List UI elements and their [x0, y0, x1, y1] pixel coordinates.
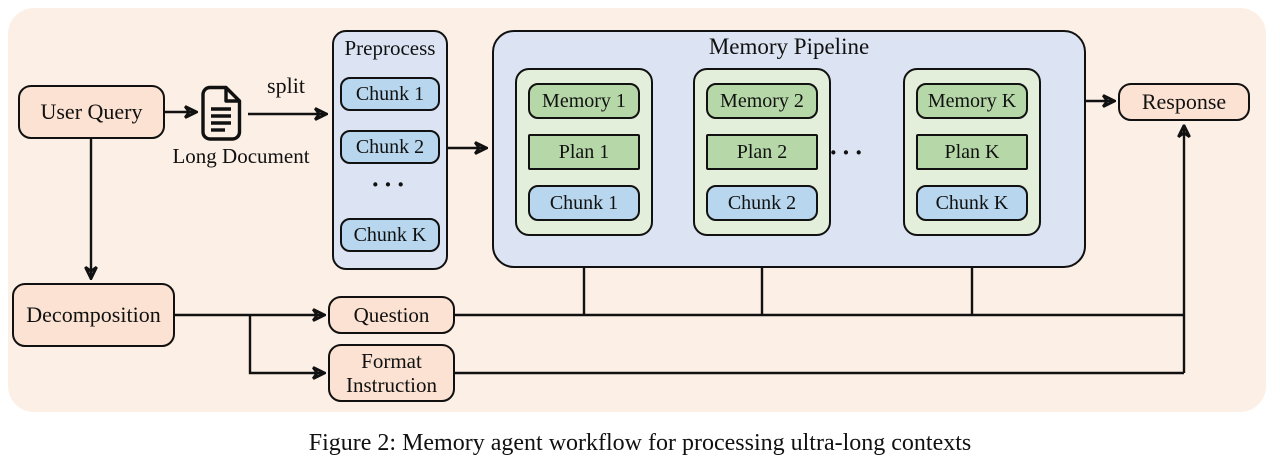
- node-pipeline-chunk-1: Chunk 1: [528, 185, 640, 221]
- node-response: Response: [1118, 83, 1250, 121]
- question-label: Question: [353, 302, 430, 327]
- preprocess-chunk-k-label: Chunk K: [353, 223, 427, 246]
- pipeline-chunk-1-label: Chunk 1: [549, 191, 619, 214]
- node-decomposition: Decomposition: [12, 283, 175, 347]
- node-memory-k: Memory K: [916, 83, 1028, 119]
- memory-2-label: Memory 2: [720, 89, 804, 112]
- memory-1-label: Memory 1: [542, 89, 626, 112]
- node-plan-k: Plan K: [916, 134, 1028, 170]
- preprocess-ellipsis: ···: [370, 170, 409, 199]
- node-plan-2: Plan 2: [706, 134, 818, 170]
- pipeline-ellipsis: ···: [828, 138, 867, 167]
- node-pipeline-chunk-2: Chunk 2: [706, 185, 818, 221]
- pipeline-chunk-2-label: Chunk 2: [727, 191, 797, 214]
- plan-k-label: Plan K: [944, 140, 1000, 163]
- response-label: Response: [1141, 89, 1227, 115]
- decomposition-label: Decomposition: [26, 302, 161, 328]
- node-format-instruction: Format Instruction: [328, 344, 455, 402]
- figure-caption: Figure 2: Memory agent workflow for proc…: [308, 430, 972, 456]
- memory-pipeline-title: Memory Pipeline: [708, 34, 870, 59]
- node-preprocess-chunk-1: Chunk 1: [340, 77, 440, 111]
- preprocess-chunk-1-label: Chunk 1: [355, 82, 425, 105]
- memory-k-label: Memory K: [927, 89, 1017, 112]
- node-question: Question: [328, 296, 455, 334]
- long-document-label: Long Document: [172, 144, 310, 168]
- preprocess-chunk-2-label: Chunk 2: [355, 135, 425, 158]
- node-preprocess-chunk-k: Chunk K: [340, 218, 440, 252]
- format-instruction-label: Format Instruction: [346, 348, 437, 397]
- user-query-label: User Query: [40, 99, 143, 125]
- node-user-query: User Query: [18, 85, 165, 139]
- plan-2-label: Plan 2: [736, 140, 788, 163]
- document-icon: [201, 85, 242, 141]
- plan-1-label: Plan 1: [558, 140, 610, 163]
- node-plan-1: Plan 1: [528, 134, 640, 170]
- node-memory-1: Memory 1: [528, 83, 640, 119]
- node-pipeline-chunk-k: Chunk K: [916, 185, 1028, 221]
- preprocess-title: Preprocess: [344, 36, 436, 60]
- node-memory-2: Memory 2: [706, 83, 818, 119]
- split-arrow-label: split: [267, 73, 305, 98]
- pipeline-chunk-k-label: Chunk K: [935, 191, 1009, 214]
- node-preprocess-chunk-2: Chunk 2: [340, 130, 440, 164]
